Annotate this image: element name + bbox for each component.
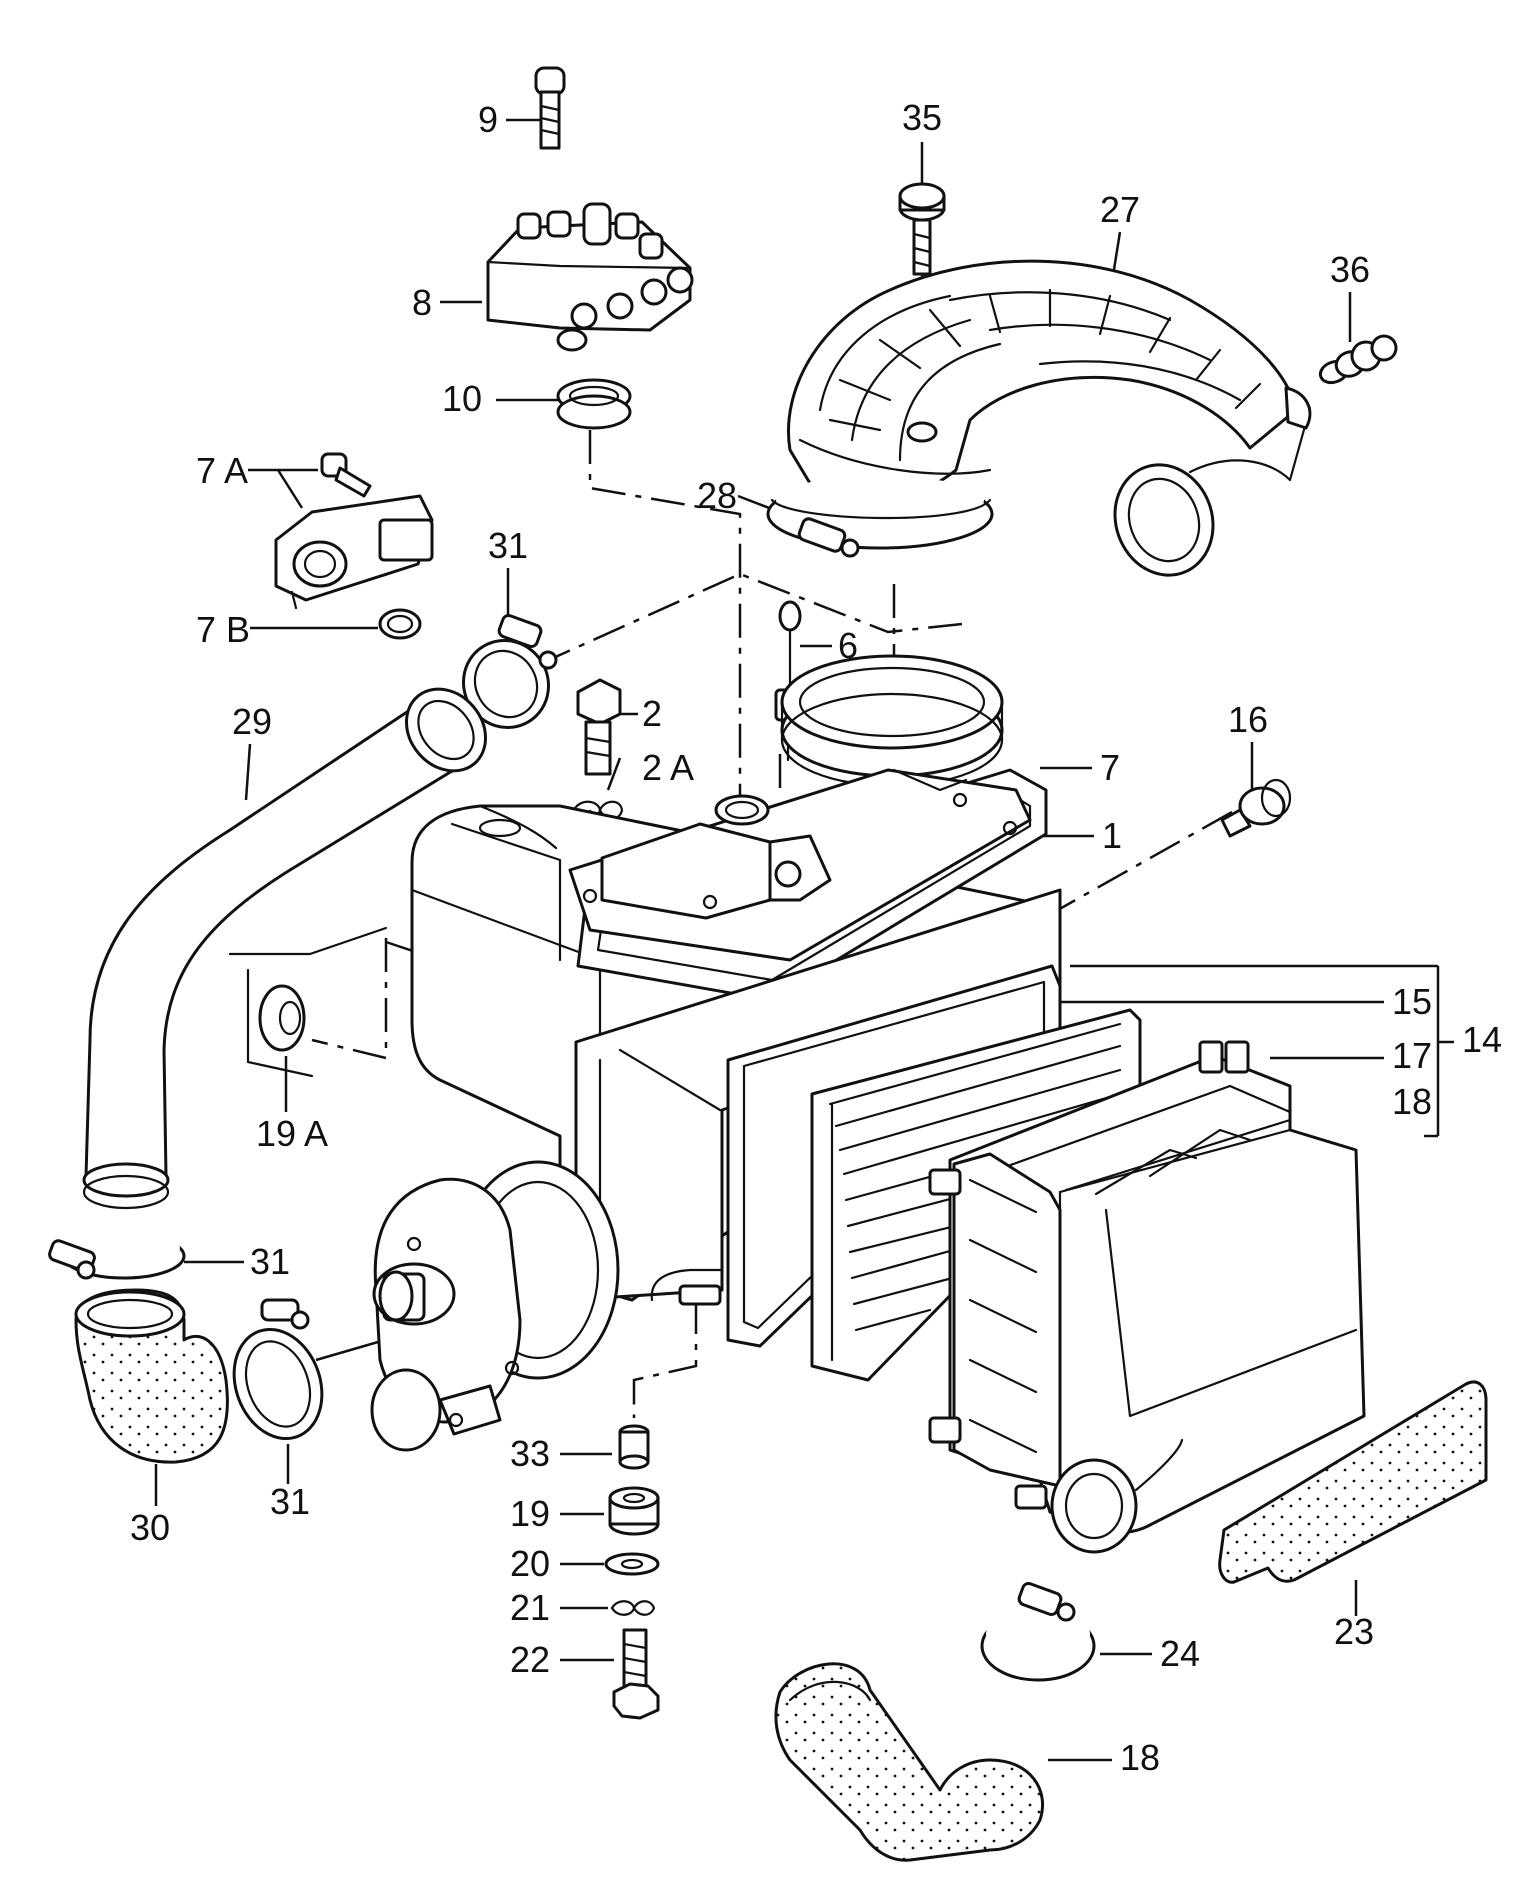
label-23: 23 [1334,1611,1374,1652]
label-2: 2 [642,693,662,734]
leader-lines [154,118,1454,1762]
label-29: 29 [232,701,272,742]
bolt-2 [576,678,622,776]
label-20: 20 [510,1543,550,1584]
washer-20 [604,1552,660,1576]
label-9: 9 [478,99,498,140]
label-18-bracket: 18 [1392,1081,1432,1122]
label-35: 35 [902,97,942,138]
seal-ring-10 [556,378,632,430]
grommet-16 [1220,778,1292,838]
label-10: 10 [442,378,482,419]
breather-36 [1318,334,1398,385]
label-30: 30 [130,1507,170,1548]
throttle-ring-7 [780,654,1004,788]
label-17: 17 [1392,1035,1432,1076]
label-31-lower: 31 [270,1481,310,1522]
intake-hose-18 [774,1662,1045,1862]
air-filter-cover-17 [928,1040,1366,1554]
hose-clamp-31-lower [232,1298,324,1441]
label-7: 7 [1100,747,1120,788]
lock-washer-21 [610,1600,656,1616]
intake-elbow-27 [787,259,1312,577]
elbow-hose-30 [74,1288,229,1464]
label-7a: 7 A [196,450,248,491]
plug-35 [898,182,946,276]
hose-clamp-31-left [48,1232,186,1280]
label-31-top: 31 [488,525,528,566]
hose-clamp-28 [766,476,994,558]
screw-9 [534,66,566,150]
grommet-19a [228,926,388,1078]
o-ring-7b [378,608,422,640]
label-15: 15 [1392,981,1432,1022]
intake-duct-29 [82,687,488,1210]
label-6: 6 [838,625,858,666]
label-8: 8 [412,282,432,323]
label-19a: 19 A [256,1113,328,1154]
label-7b: 7 B [196,609,250,650]
sensor-7a [274,452,434,610]
callout-labels: 9 8 10 7 A 7 B 35 27 36 28 31 6 2 2 A 29… [130,97,1502,1778]
hose-clamp-31-top [461,614,558,730]
label-18-hose: 18 [1120,1737,1160,1778]
label-33: 33 [510,1433,550,1474]
label-14: 14 [1462,1019,1502,1060]
label-22: 22 [510,1639,550,1680]
hose-clamp-24 [980,1582,1096,1682]
foam-pad-23 [1218,1380,1488,1584]
label-21: 21 [510,1587,550,1628]
label-2a: 2 A [642,747,694,788]
label-24: 24 [1160,1633,1200,1674]
label-19: 19 [510,1493,550,1534]
label-1: 1 [1102,815,1122,856]
label-36: 36 [1330,249,1370,290]
fuel-distributor-8 [486,202,694,352]
turbocharger [315,1160,620,1452]
air-flow-meter-body [568,768,1032,962]
bolt-22 [612,1628,660,1720]
label-27: 27 [1100,189,1140,230]
rubber-mount-19 [608,1486,660,1536]
label-31-left: 31 [250,1241,290,1282]
label-16: 16 [1228,699,1268,740]
spacer-33 [618,1424,650,1470]
